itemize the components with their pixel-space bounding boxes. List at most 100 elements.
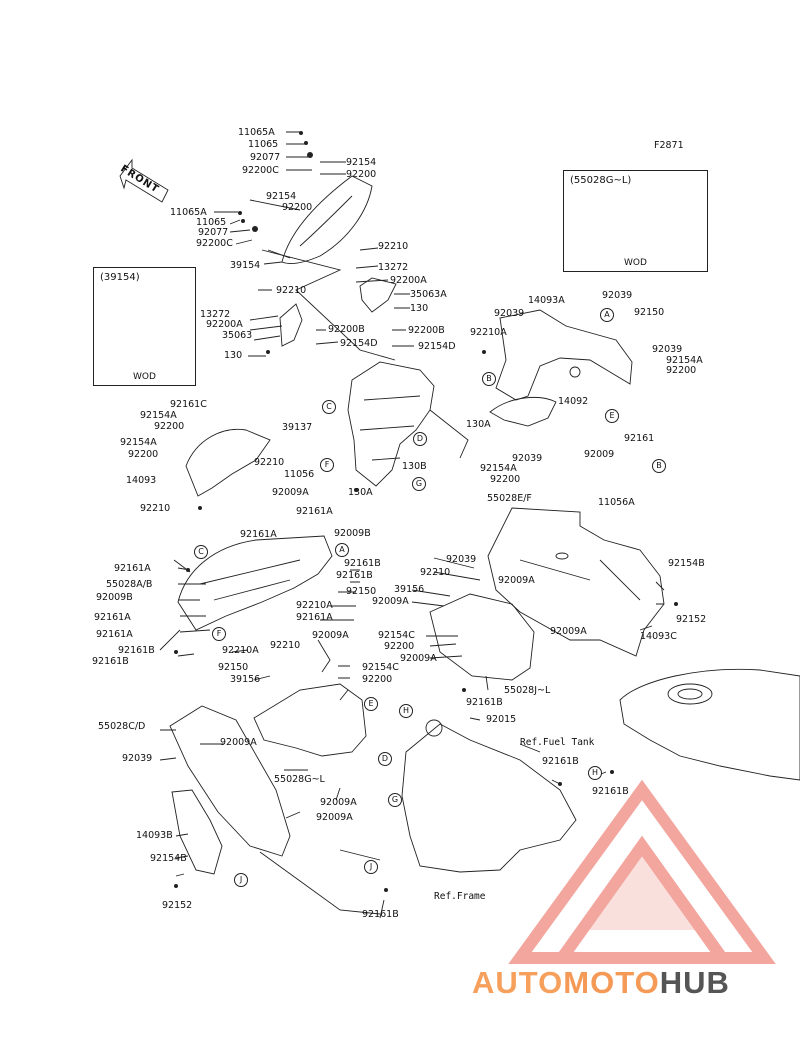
part-label: 92039 xyxy=(602,290,633,301)
callout-a: A xyxy=(600,308,614,322)
inner-cover-14093a xyxy=(495,309,633,401)
inset-foot: WOD xyxy=(624,258,647,268)
part-label: 92009A xyxy=(400,653,437,664)
part-label: 92200 xyxy=(384,641,415,652)
watermark-part3: HUB xyxy=(659,965,730,1000)
part-label: 11065A xyxy=(238,127,275,138)
part-label: 92009A xyxy=(220,737,257,748)
windshield-shape xyxy=(281,175,373,265)
part-label: 92200 xyxy=(128,449,159,460)
part-label: 92210A xyxy=(470,327,507,338)
part-label: 92154 xyxy=(346,157,377,168)
front-arrow-icon xyxy=(119,158,169,203)
part-label: 92154C xyxy=(378,630,415,641)
watermark-text: AUTOMOTOHUB xyxy=(472,965,730,1001)
part-label: 92200C xyxy=(196,238,233,249)
part-label: 92210 xyxy=(420,567,451,578)
part-label: 39154 xyxy=(230,260,261,271)
part-label: 92009B xyxy=(96,592,133,603)
part-label: 92200C xyxy=(242,165,279,176)
part-label: 92161A xyxy=(114,563,151,574)
part-label: 92009A xyxy=(320,797,357,808)
part-label: 130A xyxy=(348,487,373,498)
fuel-tank xyxy=(619,668,800,781)
lower-cowl-55028cd xyxy=(169,705,291,857)
part-label: 11065A xyxy=(170,207,207,218)
part-label: 11056 xyxy=(284,469,315,480)
part-label: 92161B xyxy=(362,909,399,920)
frame-main xyxy=(401,723,577,873)
part-label: 92150 xyxy=(218,662,249,673)
callout-j2: J xyxy=(234,873,248,887)
part-label: 92039 xyxy=(446,554,477,565)
part-label: 55028C/D xyxy=(98,721,146,732)
inner-cover-14093b xyxy=(171,789,223,875)
watermark-logo xyxy=(508,779,776,964)
part-label: 55028G~L xyxy=(274,774,325,785)
part-label: 14093A xyxy=(528,295,565,306)
part-label: 92154A xyxy=(140,410,177,421)
part-label: 92154A xyxy=(120,437,157,448)
part-label: 92200 xyxy=(362,674,393,685)
part-label: 14093 xyxy=(126,475,157,486)
upper-bracket-39137 xyxy=(347,361,435,487)
part-label: 14092 xyxy=(558,396,589,407)
part-label: 14093C xyxy=(640,631,677,642)
part-label: 39156 xyxy=(394,584,425,595)
part-label: 14093B xyxy=(136,830,173,841)
part-label: 92077 xyxy=(198,227,229,238)
inset-39154: (39154) WOD xyxy=(93,267,196,386)
lower-cowl-55028jl xyxy=(429,593,535,681)
part-label: 92039 xyxy=(652,344,683,355)
part-label: 92009A xyxy=(272,487,309,498)
part-label: 55028J~L xyxy=(504,685,551,696)
callout-f: F xyxy=(320,458,334,472)
part-label: 92039 xyxy=(494,308,525,319)
part-label: 92200 xyxy=(346,169,377,180)
part-label: 92154C xyxy=(362,662,399,673)
figure-code: F2871 xyxy=(654,140,684,151)
part-label: 92152 xyxy=(162,900,193,911)
part-label: 92210A xyxy=(296,600,333,611)
part-label: 92009A xyxy=(550,626,587,637)
side-cowl-55028gl xyxy=(253,683,367,757)
callout-f2: F xyxy=(212,627,226,641)
part-label: 92161 xyxy=(624,433,655,444)
part-label: 35063A xyxy=(410,289,447,300)
part-label: 92210 xyxy=(270,640,301,651)
part-label: 92200 xyxy=(490,474,521,485)
part-label: 92161A xyxy=(94,612,131,623)
part-label: 92161B xyxy=(344,558,381,569)
part-label: 130 xyxy=(410,303,429,314)
part-label: 92161C xyxy=(170,399,207,410)
part-label: 92210 xyxy=(276,285,307,296)
inner-cover-14093 xyxy=(185,428,271,497)
part-label: 92039 xyxy=(122,753,153,764)
part-label: 92150 xyxy=(634,307,665,318)
part-label: 92161A xyxy=(296,506,333,517)
part-label: 55028A/B xyxy=(106,579,153,590)
part-label: 92210A xyxy=(222,645,259,656)
part-label: 92200 xyxy=(154,421,185,432)
part-label: 13272 xyxy=(200,309,231,320)
callout-a2: A xyxy=(335,543,349,557)
inset-55028gl: (55028G~L) WOD xyxy=(563,170,708,272)
part-label: 92161B xyxy=(118,645,155,656)
callout-g2: G xyxy=(388,793,402,807)
callout-b: B xyxy=(482,372,496,386)
part-label: 92200A xyxy=(206,319,243,330)
part-label: 130 xyxy=(224,350,243,361)
part-label: 13272 xyxy=(378,262,409,273)
callout-h: H xyxy=(399,704,413,718)
part-label: 92154A xyxy=(480,463,517,474)
ref-fuel-tank: Ref.Fuel Tank xyxy=(520,737,595,748)
inset-title: (39154) xyxy=(100,272,140,283)
part-label: 92161A xyxy=(96,629,133,640)
part-label: 11065 xyxy=(248,139,279,150)
part-label: 92009A xyxy=(316,812,353,823)
part-label: 92200 xyxy=(666,365,697,376)
part-label: 92077 xyxy=(250,152,281,163)
part-label: 92154D xyxy=(340,338,378,349)
callout-c: C xyxy=(322,400,336,414)
part-label: 92154D xyxy=(418,341,456,352)
